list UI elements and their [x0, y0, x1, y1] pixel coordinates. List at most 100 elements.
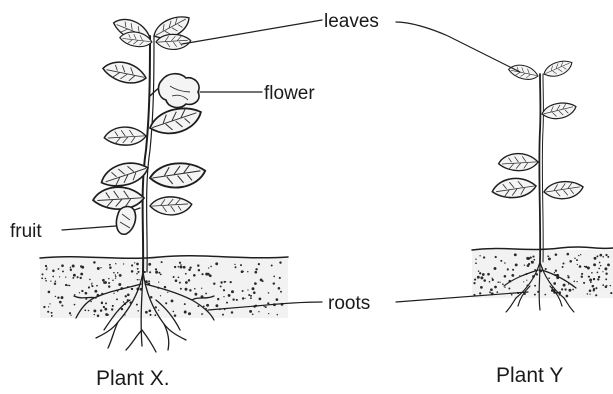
soil-speckle — [188, 269, 191, 272]
soil-speckle — [489, 291, 491, 293]
soil-speckle — [42, 273, 44, 275]
soil-speckle — [101, 302, 103, 304]
soil-speckle — [79, 292, 80, 293]
soil-speckle — [62, 270, 64, 272]
soil-speckle — [167, 292, 168, 293]
soil-speckle — [250, 297, 252, 299]
soil-speckle — [504, 275, 507, 278]
soil-speckle — [605, 286, 608, 289]
soil-speckle — [605, 254, 607, 256]
soil-speckle — [179, 262, 181, 264]
soil-speckle — [188, 312, 191, 315]
soil-speckle — [597, 278, 599, 280]
stem-y — [539, 74, 540, 262]
soil-speckle — [198, 269, 200, 271]
soil-speckle — [596, 255, 598, 257]
soil-speckle — [231, 311, 233, 313]
soil-speckle — [115, 263, 116, 264]
soil-speckle — [194, 288, 196, 290]
soil-speckle — [561, 288, 563, 290]
soil-speckle — [569, 260, 572, 263]
soil-speckle — [268, 292, 270, 294]
soil-speckle — [236, 299, 238, 301]
soil-speckle — [273, 276, 275, 278]
soil-speckle — [164, 286, 166, 288]
soil-speckle — [240, 264, 242, 266]
soil-speckle — [215, 262, 218, 265]
soil-speckle — [131, 270, 134, 273]
soil-y — [472, 247, 613, 298]
soil-speckle — [136, 263, 139, 266]
soil-speckle — [590, 281, 592, 283]
soil-speckle — [213, 282, 215, 284]
leaves-pointer-y — [396, 22, 520, 72]
soil-speckle — [242, 297, 244, 299]
soil-speckle — [100, 309, 102, 311]
soil-speckle — [73, 274, 76, 277]
soil-speckle — [487, 273, 490, 276]
soil-speckle — [69, 285, 71, 287]
soil-speckle — [55, 280, 57, 282]
soil-speckle — [591, 272, 593, 274]
soil-speckle — [228, 294, 231, 297]
soil-speckle — [112, 305, 114, 307]
soil-speckle — [49, 303, 50, 304]
soil-speckle — [47, 311, 49, 313]
soil-speckle — [477, 276, 480, 279]
soil-speckle — [572, 289, 574, 291]
soil-speckle — [479, 292, 481, 294]
soil-speckle — [148, 263, 151, 266]
soil-speckle — [161, 261, 163, 263]
soil-speckle — [97, 267, 100, 270]
soil-speckle — [205, 273, 208, 276]
soil-speckle — [555, 270, 557, 272]
soil-speckle — [231, 290, 234, 293]
soil-speckle — [563, 284, 566, 287]
soil-speckle — [245, 298, 246, 299]
soil-speckle — [597, 272, 599, 274]
soil-speckle — [223, 296, 224, 297]
soil-speckle — [121, 308, 123, 310]
soil-x — [40, 256, 288, 318]
soil-speckle — [65, 276, 66, 277]
soil-speckle — [479, 272, 481, 274]
soil-speckle — [43, 306, 45, 308]
soil-speckle — [242, 290, 244, 292]
soil-speckle — [155, 268, 157, 270]
soil-speckle — [59, 301, 62, 304]
soil-speckle — [74, 294, 76, 296]
soil-speckle — [576, 281, 577, 282]
soil-speckle — [490, 288, 493, 291]
soil-speckle — [197, 305, 199, 307]
soil-speckle — [158, 272, 160, 274]
soil-speckle — [494, 286, 497, 289]
soil-speckle — [595, 294, 597, 296]
soil-speckle — [607, 256, 609, 258]
soil-speckle — [574, 258, 576, 260]
soil-speckle — [499, 282, 500, 283]
soil-speckle — [67, 285, 69, 287]
soil-speckle — [576, 259, 578, 261]
soil-speckle — [249, 310, 252, 313]
soil-speckle — [58, 268, 60, 270]
soil-speckle — [592, 285, 595, 288]
soil-speckle — [564, 288, 566, 290]
soil-speckle — [254, 271, 257, 274]
soil-speckle — [255, 268, 257, 270]
soil-speckle — [180, 264, 181, 265]
soil-speckle — [93, 309, 96, 312]
soil-speckle — [116, 298, 118, 300]
soil-speckle — [475, 262, 477, 264]
soil-speckle — [504, 262, 506, 264]
soil-speckle — [511, 294, 513, 296]
soil-speckle — [109, 264, 111, 266]
soil-speckle — [69, 312, 71, 314]
soil-speckle — [145, 311, 148, 314]
soil-speckle — [137, 268, 139, 270]
soil-speckle — [267, 302, 269, 304]
soil-speckle — [223, 289, 225, 291]
soil-speckle — [607, 263, 610, 266]
soil-speckle — [180, 266, 183, 269]
soil-speckle — [108, 282, 110, 284]
soil-speckle — [137, 271, 139, 273]
